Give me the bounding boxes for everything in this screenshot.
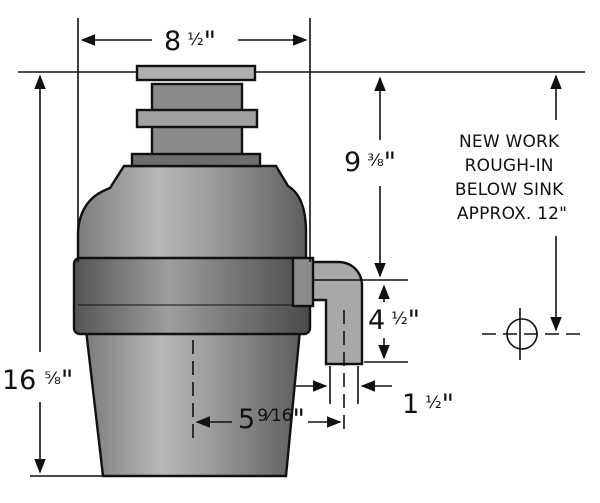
rough-in-note: NEW WORK ROUGH-IN BELOW SINK APPROX. 12" [455, 132, 569, 224]
motor-band [72, 256, 312, 336]
rough-in-callout: NEW WORK ROUGH-IN BELOW SINK APPROX. 12" [455, 74, 585, 360]
disposer-unit [72, 64, 364, 478]
collar [130, 152, 262, 168]
sink-flange [135, 64, 257, 82]
outlet-flange [291, 256, 315, 308]
mount-ring [135, 108, 259, 129]
drain-outlet-circle [506, 318, 538, 350]
upper-dome [76, 164, 308, 264]
